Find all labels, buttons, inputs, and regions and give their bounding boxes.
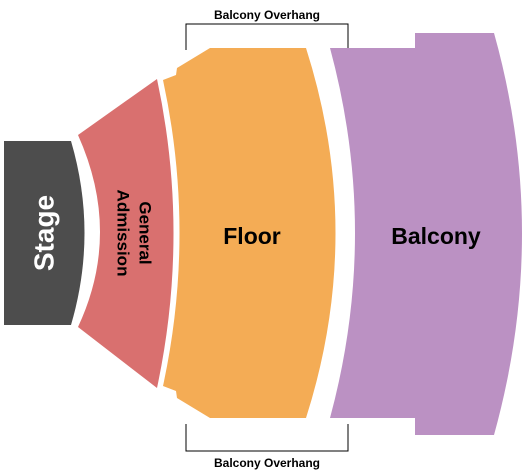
balcony-overhang-bottom-bracket — [185, 424, 349, 452]
general-admission-label: General Admission — [114, 190, 155, 277]
general-admission-label-line1: General — [136, 201, 155, 264]
general-admission-section[interactable] — [78, 79, 174, 388]
stage-label: Stage — [29, 195, 60, 271]
general-admission-label-line2: Admission — [114, 190, 133, 277]
overhang-bottom-label: Balcony Overhang — [214, 456, 320, 470]
floor-section[interactable] — [163, 48, 336, 418]
overhang-top-label: Balcony Overhang — [214, 8, 320, 22]
balcony-label: Balcony — [391, 223, 481, 249]
balcony-section[interactable] — [330, 33, 522, 435]
stage-section[interactable] — [4, 141, 85, 325]
balcony-overhang-top-bracket — [185, 23, 349, 50]
floor-label: Floor — [223, 223, 281, 249]
